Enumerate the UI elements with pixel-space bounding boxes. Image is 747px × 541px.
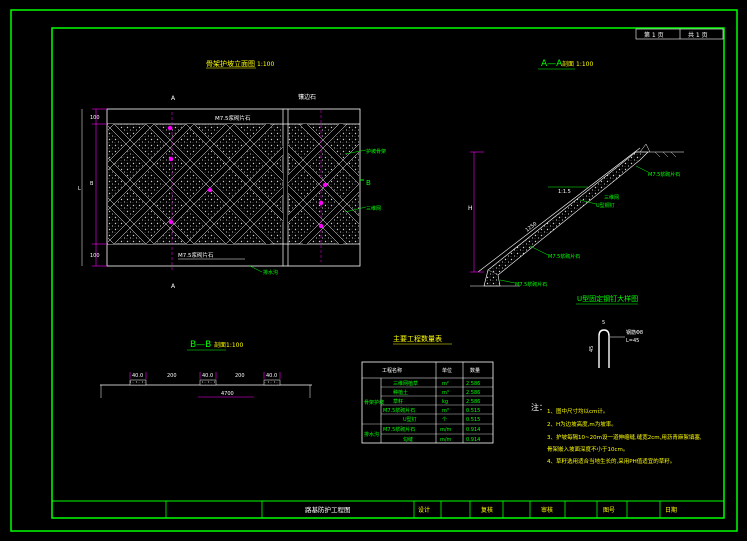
section-bb-dim-5: 40.0 — [266, 373, 277, 379]
section-aa-note-5: 三维网 — [604, 194, 619, 201]
table-row-2: 种植土 m³ 2.586 — [393, 389, 480, 396]
table-header-qty: 数量 — [470, 367, 480, 374]
table-cell: 草籽 — [393, 398, 403, 405]
quantity-table-title: 主要工程数量表 — [393, 334, 442, 343]
right-panel-label: 镶边石 — [298, 93, 316, 101]
elevation-view: 骨架护坡立面图 1:100 A A 镶边石 — [78, 59, 386, 290]
u-nail-title: U型固定钢钉大样图 — [577, 294, 638, 303]
note-4: 骨架嵌入坡面深度不小于10cm。 — [547, 445, 628, 453]
table-cell: 0.515 — [466, 408, 480, 414]
table-cell: M7.5浆砌片石 — [383, 426, 415, 433]
section-mark-a-bottom: A — [171, 283, 176, 290]
section-aa-scale: 1:100 — [576, 61, 593, 68]
outer-frame — [10, 9, 738, 532]
design-label: 设计 — [418, 506, 430, 514]
note-2: 2、H为边坡高度,m为坡率。 — [547, 420, 617, 428]
dim-middle: B — [90, 181, 94, 187]
table-cell: m³ — [442, 408, 449, 414]
section-aa-title-suffix: 剖面 — [562, 60, 574, 68]
section-aa-slope: 1:1.5 — [558, 189, 571, 195]
table-cell: 0.515 — [466, 417, 480, 423]
table-row-5: U型钉 个 0.515 — [403, 416, 480, 423]
table-cell: 0.914 — [466, 437, 480, 443]
notes-label: 注： — [531, 402, 547, 412]
section-aa-view: A—A 剖面 1:100 H 1:1.5 M7.5浆砌片石 U型钢钉 M7.5浆… — [468, 59, 684, 288]
section-bb-title: B—B — [190, 340, 211, 350]
section-mark-a-top: A — [171, 95, 176, 102]
table-cell: U型钉 — [403, 416, 417, 423]
review-label: 复核 — [481, 506, 493, 514]
u-nail-dim-side: 45 — [589, 346, 595, 352]
table-cell: 三维网植草 — [393, 380, 418, 387]
title-block: 路基防护工程图 设计 复核 审核 图号 日期 — [51, 500, 725, 519]
table-header-name: 工程名称 — [382, 367, 402, 374]
bottom-callout: 排水沟 — [263, 269, 278, 276]
section-bb-dim-3: 40.0 — [202, 373, 213, 379]
elevation-scale: 1:100 — [257, 61, 274, 68]
table-group-2: 排水沟 — [364, 431, 379, 438]
u-nail-label-1: 钢筋Φ8 — [626, 329, 643, 336]
table-cell: m/m — [440, 437, 452, 443]
dim-total: L — [78, 186, 81, 192]
drawing-number-label: 图号 — [603, 507, 615, 514]
right-callout-1: 护坡骨架 — [366, 148, 386, 155]
bottom-mortar-label: M7.5浆砌片石 — [178, 251, 214, 259]
table-cell: 0.914 — [466, 427, 480, 433]
section-bb-dim-2: 200 — [167, 373, 177, 379]
table-cell: M7.5浆砌片石 — [383, 407, 415, 414]
section-bb-dim-4: 200 — [235, 373, 245, 379]
section-bb-dim-1: 40.0 — [132, 373, 143, 379]
page-box: 第 1 页 共 1 页 — [635, 28, 724, 40]
section-aa-note-3: M7.5浆砌片石 — [548, 253, 580, 260]
section-bb-total: 4700 — [221, 391, 234, 397]
table-row-4: M7.5浆砌片石 m³ 0.515 — [383, 407, 480, 414]
check-label: 审核 — [541, 506, 553, 514]
notes-block: 注： 1、图中尺寸均以cm计。 2、H为边坡高度,m为坡率。 3、护坡每隔10~… — [531, 402, 702, 465]
u-nail-dim-top: 5 — [602, 320, 605, 326]
sheet-number: 第 1 页 — [644, 31, 664, 39]
table-cell: kg — [442, 399, 448, 405]
top-mortar-label: M7.5浆砌片石 — [215, 114, 251, 122]
table-row-6: M7.5浆砌片石 m/m 0.914 — [383, 426, 480, 433]
sheet-total: 共 1 页 — [688, 31, 708, 39]
quantity-table: 主要工程数量表 工程名称 单位 数量 骨架护坡 排水沟 三维网植草 m² 2.5… — [361, 334, 494, 444]
table-header-unit: 单位 — [442, 367, 452, 374]
note-5: 4、草籽选用适合当地生长的,采用PH值适宜的草籽。 — [547, 457, 675, 465]
table-cell: 2.586 — [466, 381, 480, 387]
table-cell: 种植土 — [393, 389, 408, 396]
table-cell: 2.586 — [466, 390, 480, 396]
table-cell: m/m — [440, 427, 452, 433]
inner-frame — [51, 27, 725, 519]
section-aa-note-4: M7.5浆砌片石 — [515, 281, 547, 288]
table-group-1: 骨架护坡 — [364, 399, 384, 406]
table-cell: 勾缝 — [403, 436, 413, 443]
table-cell: m³ — [442, 390, 449, 396]
section-bb-title-suffix: 剖面 — [214, 341, 226, 349]
section-aa-title: A—A — [541, 59, 563, 69]
table-cell: 2.586 — [466, 399, 480, 405]
dim-top: 100 — [90, 115, 100, 121]
elevation-title: 骨架护坡立面图 — [206, 59, 255, 68]
table-cell: m² — [442, 381, 449, 387]
table-row-1: 三维网植草 m² 2.586 — [393, 380, 480, 387]
section-aa-note-2: U型钢钉 — [596, 202, 615, 209]
section-aa-height: H — [468, 205, 473, 212]
section-aa-note-1: M7.5浆砌片石 — [648, 171, 680, 178]
table-row-7: 勾缝 m/m 0.914 — [403, 436, 480, 443]
u-nail-label-2: L=45 — [626, 338, 639, 344]
section-mark-b-right: B — [366, 179, 371, 187]
table-row-3: 草籽 kg 2.586 — [393, 398, 480, 405]
date-label: 日期 — [665, 506, 677, 514]
dim-bottom: 100 — [90, 253, 100, 259]
note-3: 3、护坡每隔10~20m设一道伸缩缝,缝宽2cm,用沥青麻絮填塞, — [547, 433, 702, 441]
u-nail-detail: U型固定钢钉大样图 5 45 钢筋Φ8 L=45 — [576, 294, 643, 368]
table-cell: 个 — [442, 417, 447, 423]
drawing-title: 路基防护工程图 — [305, 505, 351, 514]
section-bb-view: B—B 剖面 1:100 40.0 200 40.0 200 40.0 4700 — [100, 340, 312, 398]
right-callout-2: 三维网 — [366, 205, 381, 212]
section-bb-scale: 1:100 — [226, 342, 243, 349]
note-1: 1、图中尺寸均以cm计。 — [547, 407, 608, 415]
